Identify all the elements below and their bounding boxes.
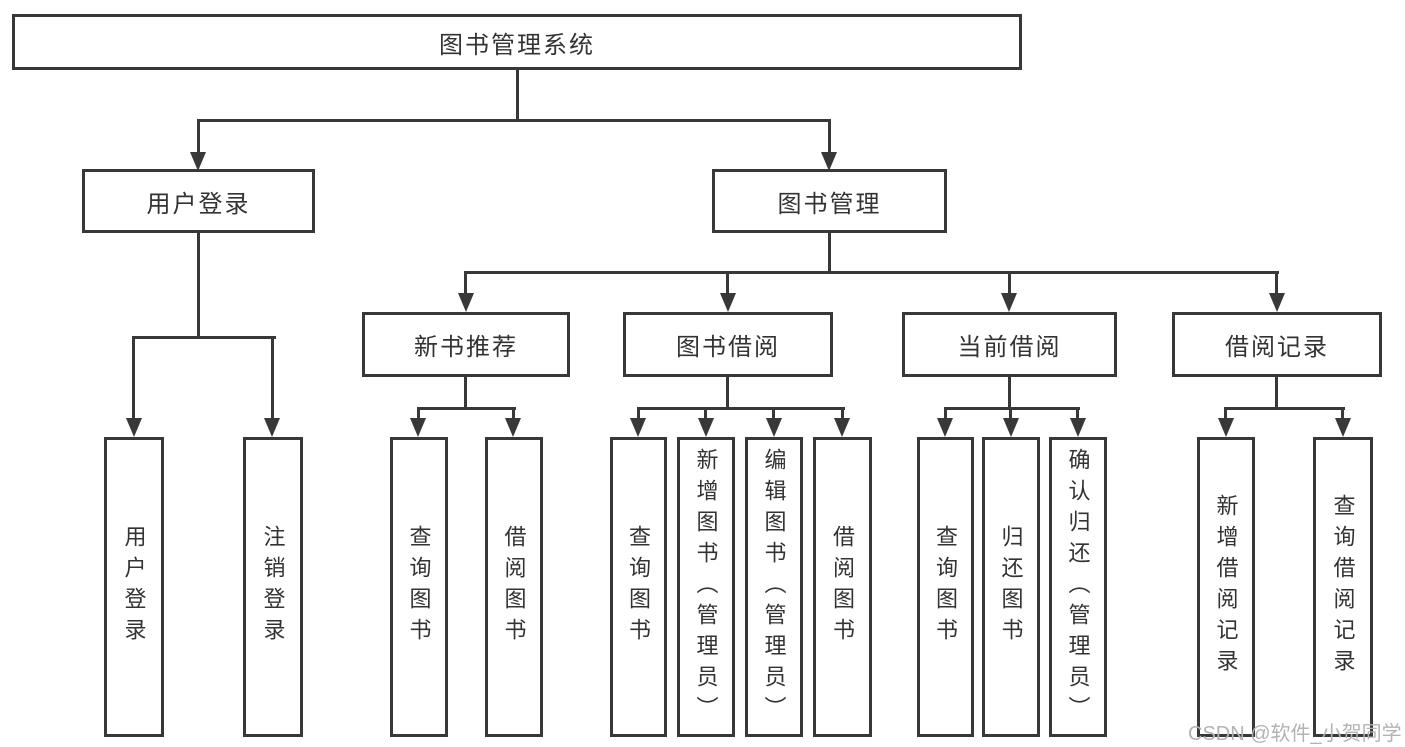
edge-nb-borrow-stub [512, 410, 515, 418]
arrowhead-nb-borrow [505, 418, 521, 437]
node-current-borrow-label: 当前借阅 [957, 334, 1062, 361]
edge-bb-borrow-stub [841, 410, 844, 418]
leaf-logout-label: 注销登录 [260, 525, 286, 649]
leaf-bb-borrow-books-label: 借阅图书 [830, 525, 856, 649]
node-borrow-records-label: 借阅记录 [1225, 334, 1329, 361]
arrowhead-current-borrow [1001, 293, 1017, 312]
node-book-mgmt-label: 图书管理 [777, 190, 882, 218]
arrowhead-book-mgmt [821, 152, 837, 171]
edge-cb-confirm-stub [1076, 410, 1079, 418]
leaf-cb-query-books: 查询图书 [917, 437, 974, 737]
leaf-bb-edit-books-label: 编辑图书（管理员） [761, 447, 787, 727]
node-book-mgmt: 图书管理 [712, 169, 947, 233]
leaf-cb-return-books-label: 归还图书 [998, 525, 1024, 649]
node-new-books-label: 新书推荐 [414, 334, 518, 361]
node-current-borrow: 当前借阅 [902, 312, 1117, 377]
leaf-bb-add-books: 新增图书（管理员） [677, 437, 735, 737]
edge-new-books-branch [417, 407, 516, 410]
arrowhead-bb-edit [766, 418, 782, 437]
edge-cb-query-stub [944, 410, 947, 418]
edge-logout-leaf-stub [271, 339, 274, 418]
arrowhead-br-add [1218, 418, 1234, 437]
arrowhead-cb-return [1003, 418, 1019, 437]
leaf-bb-query-books-label: 查询图书 [626, 525, 652, 649]
node-user-login: 用户登录 [82, 169, 315, 233]
node-book-borrow: 图书借阅 [623, 312, 833, 377]
edge-book-borrow-drop [726, 377, 729, 407]
node-user-login-label: 用户登录 [146, 190, 251, 218]
leaf-user-login: 用户登录 [104, 437, 164, 737]
leaf-br-add-record-label: 新增借阅记录 [1213, 494, 1239, 680]
node-root-label: 图书管理系统 [439, 31, 595, 59]
arrowhead-bb-borrow [834, 418, 850, 437]
arrowhead-br-query [1335, 418, 1351, 437]
arrowhead-cb-confirm [1070, 418, 1086, 437]
edge-current-borrow-stub [1008, 274, 1011, 293]
edge-current-borrow-branch [944, 407, 1080, 410]
node-new-books: 新书推荐 [362, 312, 570, 377]
csdn-watermark: CSDN @软件_小贺同学 [1188, 723, 1402, 745]
edge-borrow-records-stub [1275, 274, 1278, 293]
edge-book-borrow-stub [726, 274, 729, 293]
edge-book-mgmt-drop [828, 233, 831, 271]
arrowhead-bb-query [630, 418, 646, 437]
edge-bb-edit-stub [772, 410, 775, 418]
leaf-cb-confirm-return-label: 确认归还（管理员） [1065, 447, 1091, 727]
edge-current-borrow-drop [1008, 377, 1011, 407]
edge-nb-query-stub [417, 410, 420, 418]
edge-br-add-stub [1224, 410, 1227, 418]
edge-br-query-stub [1341, 410, 1344, 418]
leaf-bb-add-books-label: 新增图书（管理员） [693, 447, 719, 727]
edge-bb-add-stub [704, 410, 707, 418]
arrowhead-new-books [458, 293, 474, 312]
node-root: 图书管理系统 [12, 14, 1022, 70]
node-book-borrow-label: 图书借阅 [676, 334, 780, 361]
edge-new-books-stub [464, 274, 467, 293]
leaf-cb-return-books: 归还图书 [982, 437, 1040, 737]
leaf-cb-confirm-return: 确认归还（管理员） [1049, 437, 1107, 737]
edge-bb-query-stub [637, 410, 640, 418]
edge-user-login-drop [197, 233, 200, 336]
node-borrow-records: 借阅记录 [1172, 312, 1382, 377]
edge-borrow-records-drop [1275, 377, 1278, 407]
leaf-logout: 注销登录 [243, 437, 303, 737]
edge-book-borrow-branch [637, 407, 845, 410]
edge-book-mgmt-branch [464, 271, 1279, 274]
leaf-nb-query-books: 查询图书 [390, 437, 448, 737]
arrowhead-bb-add [698, 418, 714, 437]
edge-user-login-stub [197, 122, 200, 153]
edge-login-leaf-stub [132, 339, 135, 418]
leaf-br-add-record: 新增借阅记录 [1197, 437, 1255, 737]
edge-root-branch [197, 119, 831, 122]
arrowhead-login-leaf [126, 418, 142, 437]
arrowhead-book-borrow [720, 293, 736, 312]
leaf-br-query-record-label: 查询借阅记录 [1330, 494, 1356, 680]
edge-new-books-drop [464, 377, 467, 407]
edge-borrow-records-branch [1224, 407, 1345, 410]
leaf-bb-edit-books: 编辑图书（管理员） [745, 437, 803, 737]
edge-cb-return-stub [1009, 410, 1012, 418]
arrowhead-cb-query [937, 418, 953, 437]
leaf-nb-borrow-books-label: 借阅图书 [501, 525, 527, 649]
leaf-cb-query-books-label: 查询图书 [933, 525, 959, 649]
arrowhead-logout-leaf [264, 418, 280, 437]
leaf-bb-borrow-books: 借阅图书 [813, 437, 872, 737]
leaf-bb-query-books: 查询图书 [610, 437, 667, 737]
arrowhead-nb-query [410, 418, 426, 437]
leaf-br-query-record: 查询借阅记录 [1313, 437, 1373, 737]
arrowhead-user-login [190, 152, 206, 171]
edge-user-login-branch [132, 336, 276, 339]
edge-book-mgmt-stub [828, 122, 831, 153]
edge-root-drop [516, 70, 519, 119]
leaf-nb-borrow-books: 借阅图书 [485, 437, 543, 737]
arrowhead-borrow-records [1269, 293, 1285, 312]
leaf-user-login-label: 用户登录 [121, 525, 147, 649]
leaf-nb-query-books-label: 查询图书 [406, 525, 432, 649]
